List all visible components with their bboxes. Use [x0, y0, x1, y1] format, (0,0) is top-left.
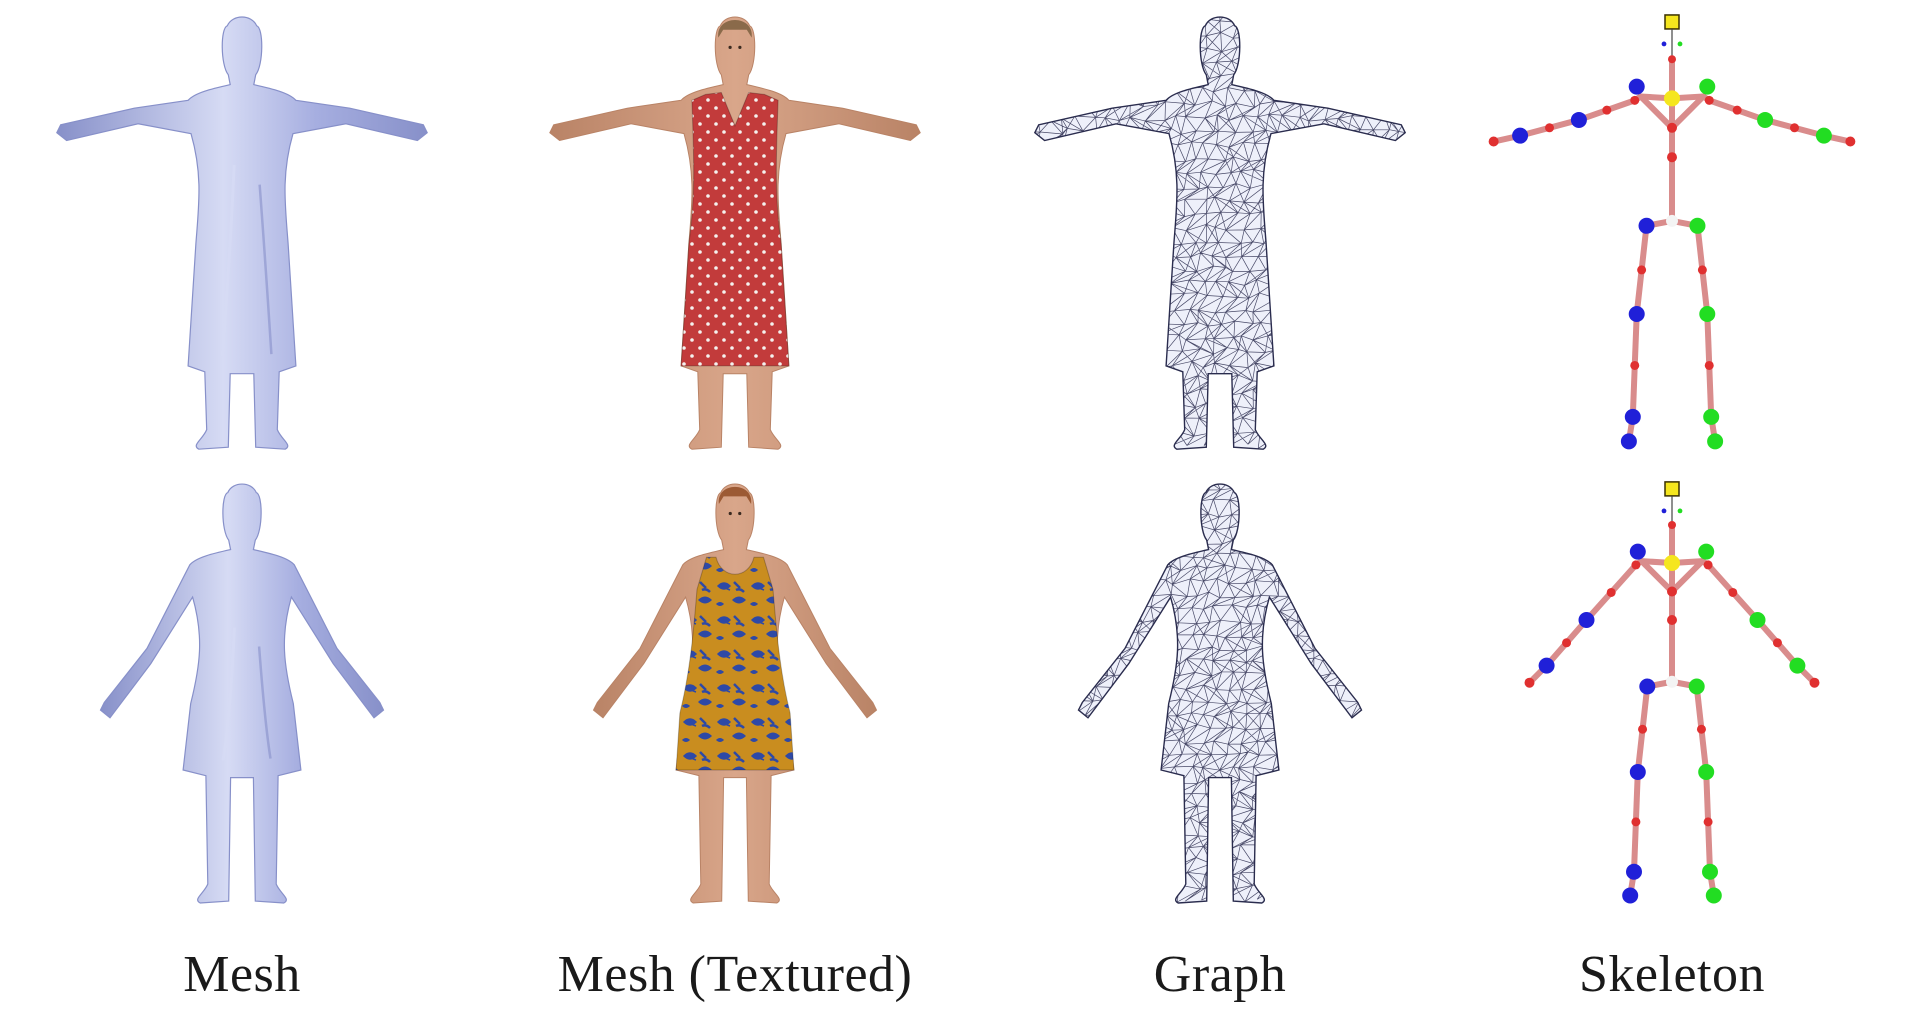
- skeleton-joint-left: [1538, 657, 1555, 674]
- skeleton-joint: [1562, 638, 1572, 648]
- skeleton-joint: [1677, 41, 1683, 47]
- skeleton-joint: [1667, 586, 1677, 597]
- skeleton-joint-right: [1789, 657, 1806, 674]
- skeleton-joint: [1661, 41, 1667, 47]
- skeleton-joint: [1668, 521, 1676, 529]
- cell-textured-row1: [549, 16, 921, 450]
- skeleton-joint: [1732, 105, 1742, 115]
- column-label-graph: Graph: [1153, 946, 1287, 1003]
- skeleton-joint: [1667, 615, 1677, 625]
- skeleton-joint: [1630, 95, 1640, 105]
- skeleton-joint-right: [1815, 127, 1832, 144]
- skeleton-joint: [1667, 152, 1677, 163]
- skeleton-joint-right: [1688, 678, 1705, 695]
- column-label-mesh: Mesh: [183, 946, 301, 1003]
- skeleton-joint: [1602, 105, 1612, 115]
- skeleton-bone: [1669, 93, 1707, 131]
- skeleton-joint-right: [1757, 111, 1774, 128]
- skeleton-joint: [1790, 123, 1799, 133]
- skeleton-joint-right: [1749, 612, 1766, 628]
- skeleton-joint-left: [1628, 306, 1645, 322]
- skeleton-joint: [1488, 136, 1499, 147]
- skeleton-joint-right: [1702, 863, 1718, 880]
- skeleton-joint-right: [1707, 433, 1724, 450]
- cell-textured-row2: [592, 483, 878, 904]
- skeleton-joint-left: [1512, 127, 1529, 144]
- skeleton-joint: [1703, 817, 1713, 827]
- skeleton-joint: [1637, 265, 1647, 275]
- skeleton-joint: [1631, 817, 1641, 827]
- cell-graph-row2: [1077, 483, 1363, 904]
- cell-skeleton-row1: [1488, 14, 1856, 450]
- skeleton-joint: [1704, 360, 1714, 370]
- graph-figure: [1033, 16, 1407, 450]
- skeleton-joint: [1704, 95, 1714, 105]
- skeleton-joint: [1772, 638, 1782, 648]
- skeleton-joint-neck: [1664, 90, 1680, 107]
- skeleton-joint: [1668, 55, 1676, 64]
- skeleton-bone: [1637, 93, 1675, 131]
- cell-skeleton-row2: [1524, 481, 1820, 904]
- skeleton-joint-left: [1629, 764, 1646, 780]
- mesh-figure: [56, 16, 428, 450]
- skeleton-joint-left: [1578, 612, 1595, 628]
- column-label-mesh-textured: Mesh (Textured): [557, 946, 913, 1003]
- skeleton-joint: [1697, 265, 1707, 275]
- skeleton-joints: [1524, 481, 1820, 904]
- skeleton-joint-left: [1628, 78, 1645, 95]
- skeleton-joint-right: [1698, 764, 1715, 780]
- column-labels: Mesh Mesh (Textured) Graph Skeleton: [0, 935, 1932, 1015]
- mesh-figure: [99, 483, 385, 904]
- skeleton-joint: [1845, 136, 1856, 147]
- cell-mesh-row1: [56, 16, 428, 450]
- skeleton-joint: [1661, 508, 1667, 514]
- skeleton-joint-left: [1626, 863, 1642, 880]
- skeleton-joint-left: [1638, 217, 1655, 234]
- skeleton-bones: [1526, 522, 1818, 899]
- skeleton-joint: [1667, 122, 1677, 133]
- skeleton-bone: [1638, 558, 1675, 595]
- cell-mesh-row2: [99, 483, 385, 904]
- skeleton-joint-left: [1570, 111, 1587, 128]
- skeleton-head-marker: [1664, 481, 1680, 497]
- skeleton-joint-pelvis: [1666, 214, 1678, 227]
- skeleton-joint-left: [1620, 433, 1637, 450]
- skeleton-joint: [1809, 677, 1820, 688]
- skeleton-joint-right: [1703, 408, 1720, 425]
- skeleton-joint-pelvis: [1666, 675, 1678, 688]
- skeleton-bone: [1669, 558, 1706, 595]
- skeleton-joint-neck: [1664, 555, 1680, 571]
- skeleton-joint-right: [1689, 217, 1706, 234]
- cell-graph-row1: [1033, 16, 1407, 450]
- skeleton-joint: [1545, 123, 1554, 133]
- skeleton-joint-left: [1639, 678, 1656, 695]
- skeleton-joints: [1488, 14, 1856, 450]
- skeleton-joint-right: [1699, 306, 1716, 322]
- column-label-skeleton: Skeleton: [1579, 946, 1765, 1003]
- skeleton-joint: [1696, 724, 1706, 734]
- skeleton-joint: [1606, 587, 1616, 597]
- skeleton-joint: [1524, 677, 1535, 688]
- skeleton-joint-left: [1629, 543, 1646, 560]
- skeleton-joint: [1728, 587, 1738, 597]
- skeleton-joint: [1677, 508, 1683, 514]
- skeleton-joint: [1631, 560, 1641, 570]
- skeleton-joint-right: [1705, 887, 1722, 904]
- skeleton-joint: [1703, 560, 1713, 570]
- skeleton-joint-right: [1699, 78, 1716, 95]
- skeleton-joint-left: [1622, 887, 1639, 904]
- skeleton-joint: [1630, 360, 1640, 370]
- skeleton-joint-left: [1624, 408, 1641, 425]
- graph-figure: [1077, 483, 1363, 904]
- skeleton-joint: [1638, 724, 1648, 734]
- skeleton-head-marker: [1664, 14, 1680, 30]
- skeleton-joint-right: [1698, 543, 1715, 560]
- skeleton-bones: [1490, 56, 1854, 445]
